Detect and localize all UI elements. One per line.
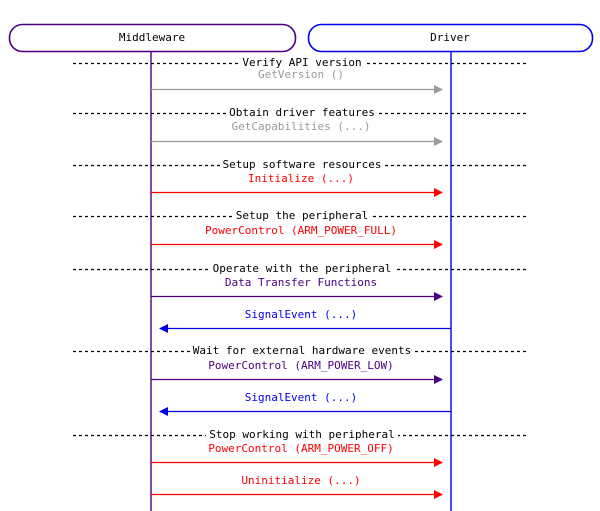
lifeline-name-driver: Driver — [430, 30, 470, 44]
section-note: Wait for external hardware events — [0, 344, 600, 357]
section-note: Setup the peripheral — [0, 209, 600, 222]
message-label: PowerControl (ARM_POWER_LOW) — [208, 359, 394, 372]
message-label: Data Transfer Functions — [224, 276, 378, 289]
message-label: SignalEvent (...) — [244, 391, 358, 404]
message-label: Initialize (...) — [248, 172, 354, 185]
section-note: Setup software resources — [0, 158, 600, 171]
message-label: GetCapabilities (...) — [231, 120, 371, 133]
message-label: GetVersion () — [257, 68, 345, 81]
message-label: SignalEvent (...) — [244, 308, 358, 321]
section-note: Obtain driver features — [0, 106, 600, 119]
lifeline-box-driver[interactable] — [307, 23, 594, 53]
message-label: PowerControl (ARM_POWER_FULL) — [204, 224, 398, 237]
section-note: Verify API version — [0, 56, 600, 69]
section-note: Operate with the peripheral — [0, 262, 600, 275]
section-note: Stop working with peripheral — [0, 428, 600, 441]
lifeline-name-middleware: Middleware — [118, 30, 186, 44]
message-label: Uninitialize (...) — [241, 474, 361, 487]
lifeline-box-middleware[interactable] — [8, 23, 297, 53]
message-label: PowerControl (ARM_POWER_OFF) — [208, 442, 394, 455]
